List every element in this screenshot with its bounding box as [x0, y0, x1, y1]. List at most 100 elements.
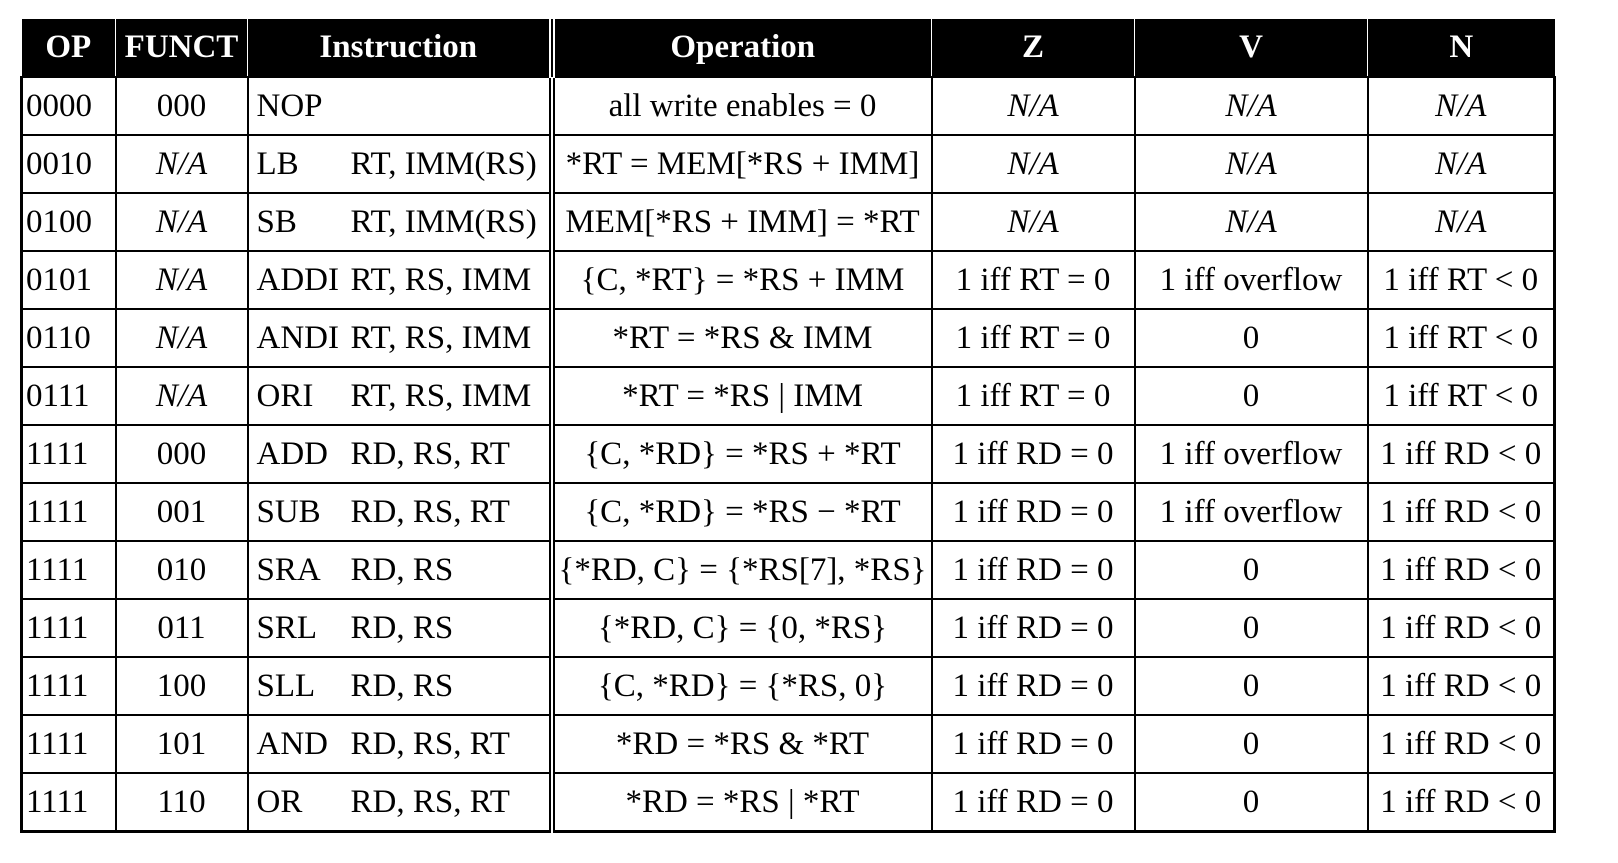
op-cell: 0111: [20, 366, 117, 426]
z-flag-cell: 1 iff RT = 0: [930, 250, 1136, 310]
n-flag-cell: 1 iff RD < 0: [1366, 714, 1556, 774]
v-flag-cell: 0: [1133, 772, 1369, 833]
instruction-mnemonic: SB: [256, 203, 297, 240]
op-cell: 0101: [20, 250, 117, 310]
op-cell: 1111: [20, 772, 117, 833]
instruction-operands: RD, RS: [350, 667, 454, 704]
v-flag-cell: 0: [1133, 656, 1369, 716]
operation-cell: MEM[*RS + IMM] = *RT: [550, 192, 933, 252]
operation-cell: *RD = *RS & *RT: [550, 714, 933, 774]
operation-cell: {*RD, C} = {*RS[7], *RS}: [550, 540, 933, 600]
z-flag-cell: 1 iff RT = 0: [930, 366, 1136, 426]
op-cell: 1111: [20, 656, 117, 716]
v-flag-cell: 0: [1133, 714, 1369, 774]
z-flag-cell: N/A: [930, 134, 1136, 194]
z-flag-cell: 1 iff RD = 0: [930, 598, 1136, 658]
op-cell: 1111: [20, 482, 117, 542]
operation-cell: *RT = *RS & IMM: [550, 308, 933, 368]
v-flag-cell: 0: [1133, 308, 1369, 368]
z-flag-cell: 1 iff RD = 0: [930, 714, 1136, 774]
instruction-operands: RD, RS, RT: [350, 435, 510, 472]
instruction-mnemonic: ADDI: [256, 261, 339, 298]
instruction-mnemonic: SUB: [256, 493, 321, 530]
z-flag-cell: 1 iff RD = 0: [930, 540, 1136, 600]
table-row: 0100 N/A SB RT, IMM(RS) MEM[*RS + IMM] = *RT…: [20, 192, 1556, 252]
operation-cell: {C, *RD} = *RS + *RT: [550, 424, 933, 484]
v-flag-cell: 0: [1133, 366, 1369, 426]
instruction-table-container: OP FUNCT Instruction Operation Z V N 000…: [20, 19, 1556, 833]
n-flag-cell: 1 iff RD < 0: [1366, 482, 1556, 542]
v-flag-cell: N/A: [1133, 192, 1369, 252]
instruction-operands: RT, RS, IMM: [350, 377, 532, 414]
funct-cell: N/A: [114, 250, 249, 310]
instruction-mnemonic: OR: [256, 783, 303, 820]
header-n: N: [1367, 19, 1555, 77]
v-flag-cell: 1 iff overflow: [1133, 250, 1369, 310]
op-cell: 1111: [20, 424, 117, 484]
instruction-cell: ADD RD, RS, RT: [246, 424, 555, 484]
funct-cell: 110: [114, 772, 249, 833]
funct-cell: 001: [114, 482, 249, 542]
n-flag-cell: 1 iff RD < 0: [1366, 772, 1556, 833]
n-flag-cell: 1 iff RT < 0: [1366, 366, 1556, 426]
n-flag-cell: 1 iff RD < 0: [1366, 424, 1556, 484]
funct-cell: 011: [114, 598, 249, 658]
v-flag-cell: N/A: [1133, 134, 1369, 194]
instruction-mnemonic: SRA: [256, 551, 321, 588]
funct-cell: 010: [114, 540, 249, 600]
instruction-operands: RD, RS, RT: [350, 783, 510, 820]
v-flag-cell: 0: [1133, 540, 1369, 600]
funct-cell: 100: [114, 656, 249, 716]
v-flag-cell: 1 iff overflow: [1133, 424, 1369, 484]
v-flag-cell: 1 iff overflow: [1133, 482, 1369, 542]
instruction-operands: RT, IMM(RS): [350, 145, 537, 182]
header-operation: Operation: [551, 19, 932, 77]
n-flag-cell: 1 iff RT < 0: [1366, 308, 1556, 368]
instruction-operands: RD, RS: [350, 551, 454, 588]
op-cell: 0010: [20, 134, 117, 194]
instruction-operands: RD, RS, RT: [350, 725, 510, 762]
n-flag-cell: N/A: [1366, 134, 1556, 194]
instruction-mnemonic: SLL: [256, 667, 316, 704]
instruction-operands: RD, RS: [350, 609, 454, 646]
op-cell: 1111: [20, 540, 117, 600]
instruction-mnemonic: ANDI: [256, 319, 339, 356]
op-cell: 1111: [20, 714, 117, 774]
instruction-operands: RT, IMM(RS): [350, 203, 537, 240]
op-cell: 0100: [20, 192, 117, 252]
instruction-operands: RT, RS, IMM: [350, 261, 532, 298]
operation-cell: {*RD, C} = {0, *RS}: [550, 598, 933, 658]
funct-cell: N/A: [114, 134, 249, 194]
header-z: Z: [931, 19, 1135, 77]
n-flag-cell: N/A: [1366, 76, 1556, 136]
instruction-table: OP FUNCT Instruction Operation Z V N 000…: [20, 19, 1556, 833]
instruction-mnemonic: AND: [256, 725, 329, 762]
operation-cell: {C, *RD} = {*RS, 0}: [550, 656, 933, 716]
operation-cell: {C, *RD} = *RS − *RT: [550, 482, 933, 542]
funct-cell: 000: [114, 424, 249, 484]
n-flag-cell: N/A: [1366, 192, 1556, 252]
instruction-mnemonic: ADD: [256, 435, 329, 472]
z-flag-cell: 1 iff RD = 0: [930, 482, 1136, 542]
z-flag-cell: 1 iff RD = 0: [930, 772, 1136, 833]
instruction-cell: SLL RD, RS: [246, 656, 555, 716]
z-flag-cell: 1 iff RD = 0: [930, 424, 1136, 484]
header-op: OP: [21, 19, 116, 77]
instruction-cell: AND RD, RS, RT: [246, 714, 555, 774]
header-v: V: [1134, 19, 1368, 77]
v-flag-cell: N/A: [1133, 76, 1369, 136]
